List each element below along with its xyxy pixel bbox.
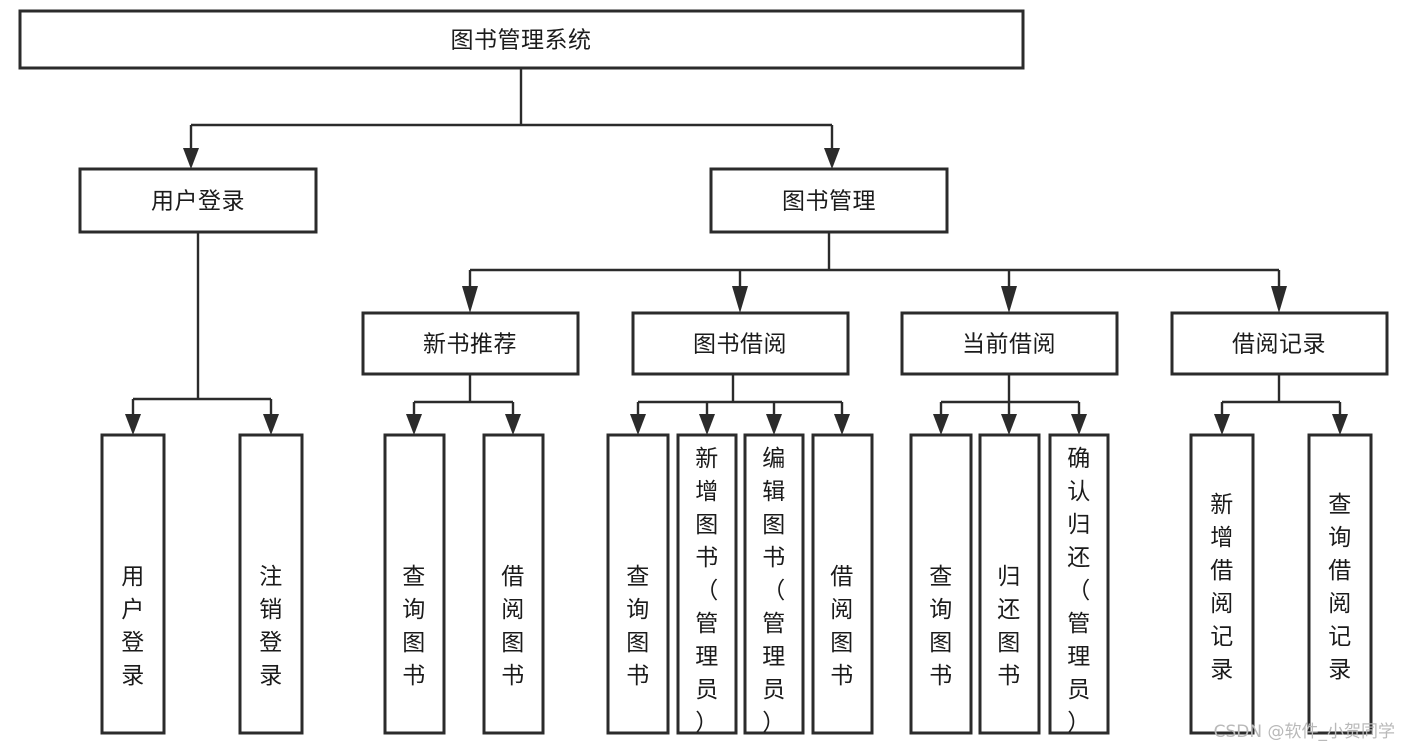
node-root-box[interactable] <box>18 9 1025 70</box>
node-root-label: 图书管理系统 <box>451 28 592 54</box>
arrow-to-leaf-borrow-book-1 <box>505 414 521 435</box>
node-leaf-borrow-book-2-box[interactable] <box>811 433 874 735</box>
node-leaf-borrow-book-1-label: 借阅图书 <box>501 564 525 689</box>
arrow-to-leaf-query-book-3 <box>933 414 949 435</box>
node-current-borrow[interactable]: 当前借阅 <box>900 311 1119 376</box>
node-leaf-edit-book-admin-box[interactable] <box>743 433 805 735</box>
node-leaf-user-login-label: 用户登录 <box>121 564 145 689</box>
node-leaf-user-login[interactable]: 用户登录 <box>100 433 166 735</box>
node-leaf-logout-box[interactable] <box>238 433 304 735</box>
node-leaf-borrow-book-2[interactable]: 借阅图书 <box>811 433 874 735</box>
node-leaf-confirm-return-admin[interactable]: 确认归还（管理员） <box>1048 433 1110 736</box>
node-leaf-query-book-2[interactable]: 查询图书 <box>606 433 670 735</box>
node-new-book-rec[interactable]: 新书推荐 <box>361 311 580 376</box>
node-current-borrow-box[interactable] <box>900 311 1119 376</box>
node-borrow-record-label: 借阅记录 <box>1232 332 1326 358</box>
node-leaf-return-book-box[interactable] <box>978 433 1041 735</box>
node-leaf-add-book-admin[interactable]: 新增图书（管理员） <box>676 433 738 736</box>
node-leaf-query-book-1-box[interactable] <box>383 433 446 735</box>
edge-currentborrow-bus <box>939 374 1081 418</box>
arrow-to-leaf-query-borrow-record <box>1332 414 1348 435</box>
node-new-book-rec-box[interactable] <box>361 311 580 376</box>
node-leaf-query-book-1-label: 查询图书 <box>402 564 426 689</box>
node-book-borrow-label: 图书借阅 <box>693 332 787 358</box>
node-leaf-return-book-label: 归还图书 <box>997 564 1021 689</box>
node-leaf-query-book-2-label: 查询图书 <box>626 564 650 689</box>
node-leaf-confirm-return-admin-label: 确认归还（管理员） <box>1067 446 1091 736</box>
node-leaf-return-book[interactable]: 归还图书 <box>978 433 1041 735</box>
arrow-to-new-book-rec <box>462 286 478 313</box>
arrow-to-current-borrow <box>1001 286 1017 313</box>
node-leaf-borrow-book-1-box[interactable] <box>482 433 545 735</box>
node-book-borrow[interactable]: 图书借阅 <box>631 311 850 376</box>
node-leaf-add-borrow-record-label: 新增借阅记录 <box>1210 492 1234 683</box>
node-leaf-query-book-3-label: 查询图书 <box>929 564 953 689</box>
node-leaf-borrow-book-1[interactable]: 借阅图书 <box>482 433 545 735</box>
node-new-book-rec-label: 新书推荐 <box>423 332 517 358</box>
node-leaf-edit-book-admin-label: 编辑图书（管理员） <box>762 446 786 736</box>
node-book-borrow-box[interactable] <box>631 311 850 376</box>
arrow-to-leaf-logout <box>263 414 279 435</box>
edge-root-bus <box>189 68 834 152</box>
node-book-manage[interactable]: 图书管理 <box>709 167 949 234</box>
arrow-to-leaf-query-book-1 <box>406 414 422 435</box>
node-user-login[interactable]: 用户登录 <box>78 167 318 234</box>
node-leaf-user-login-box[interactable] <box>100 433 166 735</box>
node-leaf-logout[interactable]: 注销登录 <box>238 433 304 735</box>
arrow-to-leaf-query-book-2 <box>630 414 646 435</box>
node-root[interactable]: 图书管理系统 <box>18 9 1025 70</box>
node-leaf-add-book-admin-box[interactable] <box>676 433 738 735</box>
arrow-to-leaf-add-book-admin <box>699 414 715 435</box>
node-user-login-box[interactable] <box>78 167 318 234</box>
node-leaf-query-borrow-record-box[interactable] <box>1307 433 1373 735</box>
arrow-to-user-login <box>183 148 199 169</box>
node-leaf-borrow-book-2-label: 借阅图书 <box>830 564 854 689</box>
node-leaf-logout-label: 注销登录 <box>259 564 283 689</box>
arrow-to-borrow-record <box>1271 286 1287 313</box>
arrow-to-leaf-confirm-return-admin <box>1071 414 1087 435</box>
arrow-to-leaf-add-borrow-record <box>1214 414 1230 435</box>
node-leaf-add-book-admin-label: 新增图书（管理员） <box>695 446 719 736</box>
node-leaf-query-borrow-record-label: 查询借阅记录 <box>1328 492 1352 683</box>
node-leaf-query-book-3-box[interactable] <box>909 433 973 735</box>
arrow-to-book-manage <box>824 148 840 169</box>
node-borrow-record-box[interactable] <box>1170 311 1389 376</box>
csdn-watermark: CSDN @软件_小贺同学 <box>1213 722 1395 742</box>
edge-newbook-bus <box>412 374 515 418</box>
node-leaf-edit-book-admin[interactable]: 编辑图书（管理员） <box>743 433 805 736</box>
edge-bookborrow-bus <box>636 374 844 418</box>
edge-userlogin-bus <box>131 232 273 418</box>
edge-borrowrecord-bus <box>1220 374 1342 418</box>
node-leaf-query-borrow-record[interactable]: 查询借阅记录 <box>1307 433 1373 735</box>
node-borrow-record[interactable]: 借阅记录 <box>1170 311 1389 376</box>
edge-bookmanage-bus <box>468 232 1281 290</box>
node-leaf-add-borrow-record-box[interactable] <box>1189 433 1255 735</box>
node-leaf-query-book-3[interactable]: 查询图书 <box>909 433 973 735</box>
arrow-to-leaf-edit-book-admin <box>766 414 782 435</box>
node-leaf-add-borrow-record[interactable]: 新增借阅记录 <box>1189 433 1255 735</box>
node-leaf-query-book-2-box[interactable] <box>606 433 670 735</box>
node-book-manage-box[interactable] <box>709 167 949 234</box>
arrow-to-leaf-return-book <box>1001 414 1017 435</box>
arrow-to-book-borrow <box>732 286 748 313</box>
connector-layer <box>125 68 1348 435</box>
node-leaf-confirm-return-admin-box[interactable] <box>1048 433 1110 735</box>
node-leaf-query-book-1[interactable]: 查询图书 <box>383 433 446 735</box>
arrow-to-leaf-user-login <box>125 414 141 435</box>
arrow-to-leaf-borrow-book-2 <box>834 414 850 435</box>
node-current-borrow-label: 当前借阅 <box>962 332 1056 358</box>
node-book-manage-label: 图书管理 <box>782 189 876 215</box>
node-user-login-label: 用户登录 <box>151 189 245 215</box>
